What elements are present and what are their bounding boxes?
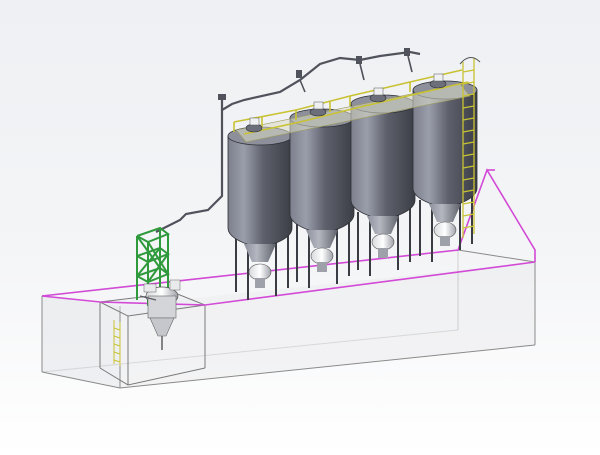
- conveying-pipe: [155, 48, 421, 233]
- access-ladder: [459, 57, 481, 238]
- loading-station: [113, 279, 181, 366]
- silo-3: [350, 94, 416, 276]
- roof-walkway: [233, 69, 471, 143]
- silo-2: [289, 108, 355, 288]
- silo-4: [412, 80, 478, 262]
